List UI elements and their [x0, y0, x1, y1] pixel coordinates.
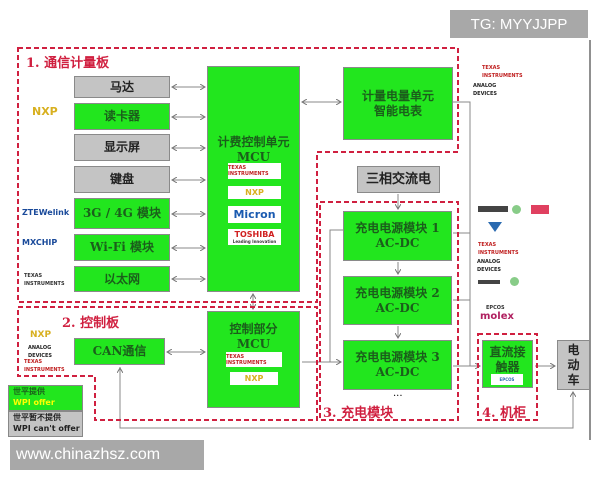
control-mcu-title: 控制部分 — [229, 322, 278, 336]
billing-mcu-subtitle: MCU — [236, 150, 271, 164]
electric-vehicle: 电动车 — [557, 340, 590, 390]
legend-label-cn: 世平提供 — [13, 387, 45, 396]
meter-subtitle: 智能电表 — [373, 103, 422, 118]
charge-module-type: AC-DC — [375, 300, 420, 315]
logo-ti: TEXAS INSTRUMENTS — [228, 163, 281, 179]
charge-module-title: 充电电源模块 3 — [355, 350, 440, 364]
logo-round-badge — [512, 205, 521, 214]
logo-fairchild — [531, 205, 549, 214]
logo-ztewelink: ZTEWelink — [22, 208, 70, 217]
legend-label-cn: 世平暂不提供 — [13, 413, 61, 422]
section-title-3: 3. 充电模块 — [323, 406, 394, 421]
logo-ti: TEXAS INSTRUMENTS — [24, 359, 65, 373]
legend-offered: 世平提供 WPI offer — [8, 385, 83, 411]
logo-epcos: EPCOS — [491, 374, 523, 385]
billing-mcu-block: 计费控制单元 MCU — [207, 66, 300, 292]
module-ethernet: 以太网 — [74, 266, 170, 292]
logo-ti: TEXAS INSTRUMENTS — [478, 242, 519, 256]
logo-ti: TEXAS INSTRUMENTS — [24, 273, 65, 287]
logo-nxp: NXP — [230, 372, 278, 385]
section-3-border — [319, 201, 459, 421]
logo-nxp: NXP — [228, 186, 281, 199]
logo-analog-devices: ANALOG DEVICES — [477, 259, 501, 273]
logo-analog-devices: ANALOG DEVICES — [473, 83, 497, 97]
billing-mcu-title: 计费控制单元 — [217, 135, 290, 149]
contactor-title: 直流接 — [489, 345, 526, 359]
ev-char: 动 — [567, 357, 580, 372]
logo-micron: Micron — [228, 206, 281, 223]
toshiba-tagline: Leading Innovation — [232, 239, 277, 244]
ev-char: 电 — [567, 342, 580, 357]
logo-ti: TEXAS INSTRUMENTS — [482, 65, 523, 79]
module-motor: 马达 — [74, 76, 170, 98]
logo-nxp: NXP — [32, 105, 58, 118]
control-mcu-subtitle: MCU — [236, 337, 271, 351]
logo-ti: TEXAS INSTRUMENTS — [226, 352, 282, 367]
logo-mxchip: MXCHIP — [22, 238, 58, 247]
three-phase-ac: 三相交流电 — [357, 166, 440, 193]
legend-label-en: WPI offer — [13, 398, 55, 407]
charge-module-type: AC-DC — [375, 365, 420, 379]
legend-label-en: WPI can't offer — [13, 424, 80, 433]
module-display: 显示屏 — [74, 134, 170, 161]
more-modules-ellipsis: ... — [393, 388, 403, 399]
logo-vishay — [488, 222, 502, 232]
section-title-2: 2. 控制板 — [62, 316, 120, 331]
logo-round-badge — [510, 277, 519, 286]
charge-module-title: 充电电源模块 1 — [355, 221, 440, 235]
logo-nxp: NXP — [30, 330, 52, 340]
section-title-1: 1. 通信计量板 — [26, 56, 110, 71]
charge-module-title: 充电电源模块 2 — [355, 285, 440, 300]
logo-molex: molex — [480, 311, 514, 322]
watermark-top: TG: MYYJJPP — [450, 10, 588, 38]
meter-unit-block: 计量电量单元智能电表 — [343, 67, 453, 140]
contactor-title-2: 触器 — [495, 360, 520, 374]
logo-epcos: EPCOS — [486, 305, 505, 311]
module-3g-4g: 3G / 4G 模块 — [74, 198, 170, 229]
module-wifi: Wi-Fi 模块 — [74, 234, 170, 261]
watermark-bottom: www.chinazhsz.com — [10, 440, 204, 470]
logo-onsemi — [478, 206, 508, 212]
ev-char: 车 — [567, 372, 580, 387]
section-4-border — [477, 333, 538, 421]
section-1-border — [17, 47, 459, 303]
legend-not-offered: 世平暂不提供 WPI can't offer — [8, 411, 83, 437]
logo-analog-devices: ANALOG DEVICES — [28, 345, 52, 359]
section-2-border — [17, 306, 318, 421]
module-keyboard: 键盘 — [74, 166, 170, 193]
section-title-4: 4. 机柜 — [482, 406, 527, 421]
can-communication: CAN通信 — [74, 338, 165, 365]
toshiba-text: TOSHIBA — [234, 230, 275, 239]
charge-module-type: AC-DC — [375, 236, 420, 250]
logo-onsemi — [478, 280, 500, 284]
meter-title: 计量电量单元 — [361, 88, 434, 103]
module-card-reader: 读卡器 — [74, 103, 170, 130]
